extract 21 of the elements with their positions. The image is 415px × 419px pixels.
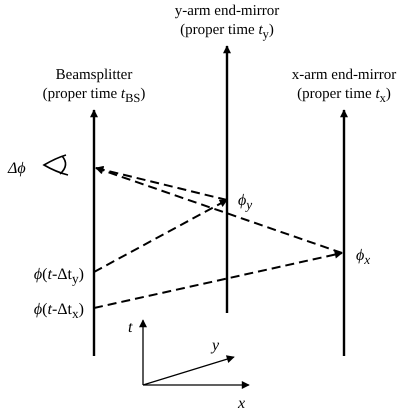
event-label: ϕ$_{y}$ <box>238 191 252 214</box>
worldline-title: y-arm end-mirror <box>174 2 280 21</box>
worldline-subtitle: (proper time t$_{x}$) <box>297 85 391 107</box>
worldline-title: Beamsplitter <box>56 66 132 85</box>
worldline-title: x-arm end-mirror <box>292 66 396 85</box>
worldline-arrow <box>340 109 348 356</box>
axis-label: t <box>128 318 132 337</box>
worldline-arrow <box>223 45 231 313</box>
dashed-arrow <box>94 250 343 309</box>
event-label: ϕ(t-Δt$_{x}$) <box>34 300 84 324</box>
worldline-subtitle: (proper time t$_{BS}$) <box>42 85 146 107</box>
worldline-subtitle: (proper time t$_{y}$) <box>180 21 274 43</box>
dashed-arrow <box>95 166 342 254</box>
axis-label: x <box>238 394 246 413</box>
event-label: ϕ(t-Δt$_{y}$) <box>34 265 84 288</box>
axis-label: y <box>212 336 220 355</box>
worldline-arrow <box>90 109 98 356</box>
event-label: Δϕ <box>8 159 26 178</box>
dashed-arrow <box>95 166 228 201</box>
dashed-arrow <box>94 199 228 273</box>
event-label: ϕ$_{x}$ <box>356 246 370 270</box>
